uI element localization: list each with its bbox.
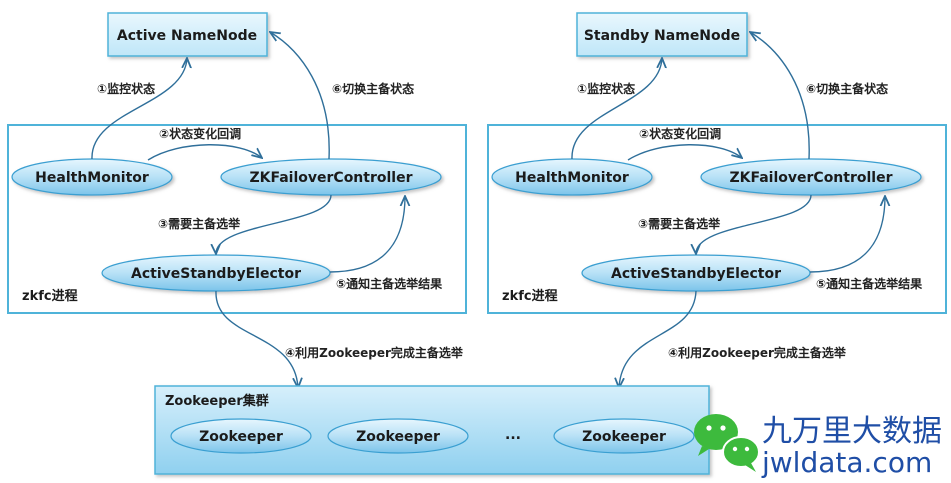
watermark: 九万里大数据 jwldata.com <box>694 414 942 479</box>
right-step5-label: ⑤通知主备选举结果 <box>816 276 922 291</box>
active-namenode-label: Active NameNode <box>117 28 257 44</box>
left-elector-label: ActiveStandbyElector <box>131 266 301 282</box>
right-elector-label: ActiveStandbyElector <box>611 266 781 282</box>
standby-namenode-label: Standby NameNode <box>584 28 740 44</box>
right-group: Standby NameNode zkfc进程 HealthMonitor ZK… <box>487 12 947 388</box>
left-zkfc-process-box <box>7 124 467 314</box>
left-step1-label: ①监控状态 <box>97 81 155 96</box>
standby-namenode-box <box>576 12 748 57</box>
right-arrow-step4 <box>619 290 697 388</box>
left-health-monitor-label: HealthMonitor <box>35 170 149 186</box>
zookeeper-node-3-label: Zookeeper <box>582 429 666 445</box>
right-arrow-step3 <box>696 194 812 254</box>
right-step6-label: ⑥切换主备状态 <box>806 81 888 96</box>
left-process-label: zkfc进程 <box>22 289 78 304</box>
left-step2-label: ②状态变化回调 <box>159 126 241 141</box>
right-step2-label: ②状态变化回调 <box>639 126 721 141</box>
left-arrow-step5 <box>329 196 405 273</box>
right-process-label: zkfc进程 <box>502 289 558 304</box>
left-step3-label: ③需要主备选举 <box>158 216 241 231</box>
left-arrow-step3 <box>216 194 332 254</box>
right-health-monitor-label: HealthMonitor <box>515 170 629 186</box>
left-step4-label: ④利用Zookeeper完成主备选举 <box>285 345 464 360</box>
zookeeper-node-2-label: Zookeeper <box>356 429 440 445</box>
right-zkfc-process-box <box>487 124 947 314</box>
left-step6-label: ⑥切换主备状态 <box>332 81 414 96</box>
right-zkfc-controller-label: ZKFailoverController <box>729 170 892 186</box>
zookeeper-cluster: Zookeeper集群 Zookeeper Zookeeper ... Zook… <box>154 385 710 475</box>
active-namenode-box <box>107 12 268 57</box>
right-arrow-step2 <box>627 144 742 161</box>
watermark-en: jwldata.com <box>761 446 932 479</box>
zookeeper-node-1-label: Zookeeper <box>199 429 283 445</box>
left-arrow-step4 <box>215 290 298 388</box>
right-step3-label: ③需要主备选举 <box>638 216 721 231</box>
left-arrow-step1 <box>91 58 187 160</box>
right-step4-label: ④利用Zookeeper完成主备选举 <box>668 345 847 360</box>
zookeeper-node-3 <box>553 418 695 454</box>
zookeeper-ellipsis: ... <box>505 427 521 443</box>
right-step1-label: ①监控状态 <box>577 81 635 96</box>
zookeeper-node-1 <box>170 418 312 454</box>
wechat-icon <box>694 414 760 472</box>
left-step5-label: ⑤通知主备选举结果 <box>336 276 442 291</box>
zookeeper-node-2 <box>327 418 469 454</box>
right-arrow-step1 <box>571 58 662 160</box>
left-arrow-step6 <box>270 32 330 160</box>
right-arrow-step6 <box>750 32 810 160</box>
zookeeper-cluster-label: Zookeeper集群 <box>165 393 269 409</box>
left-group: Active NameNode zkfc进程 HealthMonitor ZKF… <box>7 12 467 388</box>
left-zkfc-controller-label: ZKFailoverController <box>249 170 412 186</box>
watermark-cn: 九万里大数据 <box>762 414 942 449</box>
right-arrow-step5 <box>809 196 885 273</box>
left-arrow-step2 <box>147 144 262 161</box>
